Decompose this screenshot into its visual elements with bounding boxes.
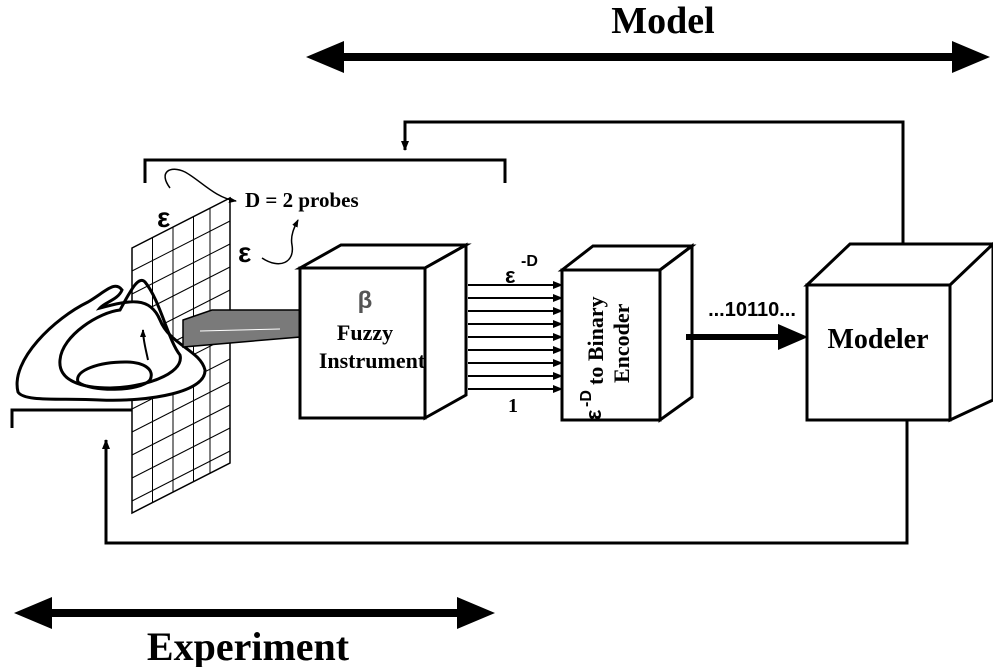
modeler-box [803, 241, 993, 423]
measurement-bracket [143, 158, 507, 183]
fuzzy-instrument-line2: Instrument [319, 348, 426, 373]
eps-minus-d-exp: -D [521, 253, 538, 270]
experiment-label: Experiment [147, 624, 350, 667]
encoder-eps: ε [581, 409, 606, 420]
epsilon-label-2: ε [238, 237, 251, 268]
bitstream-label: ...10110... [708, 299, 796, 321]
epsilon-label: ε [157, 202, 170, 233]
encoder-label: ε -D to Binary Encoder [578, 296, 634, 420]
feedback-bottom-loop [102, 420, 909, 545]
model-label: Model [611, 0, 714, 42]
bitstream-arrow [686, 324, 808, 350]
experiment-range-arrow [14, 597, 495, 629]
channel-count-one: 1 [508, 395, 518, 417]
eps-minus-d-base: ε [505, 263, 516, 288]
epsilon-curve-arrow [164, 168, 237, 203]
fuzzy-instrument-box [294, 242, 472, 421]
fuzzy-instrument-line1: Fuzzy [337, 320, 393, 345]
modeler-label: Modeler [827, 324, 928, 355]
system-contours [15, 278, 207, 402]
encoder-line1: to Binary [583, 296, 608, 385]
epsilon-curve-arrow-2 [261, 219, 299, 265]
d-probes-label: D = 2 probes [245, 188, 359, 212]
encoder-box [557, 243, 697, 423]
encoder-exp: -D [578, 390, 595, 407]
channel-arrows [468, 281, 563, 393]
model-range-arrow [306, 41, 990, 73]
feedback-top-loop [401, 120, 905, 262]
encoder-line2: Encoder [609, 303, 634, 383]
probe-connector [182, 309, 301, 348]
beta-label: β [358, 287, 373, 314]
